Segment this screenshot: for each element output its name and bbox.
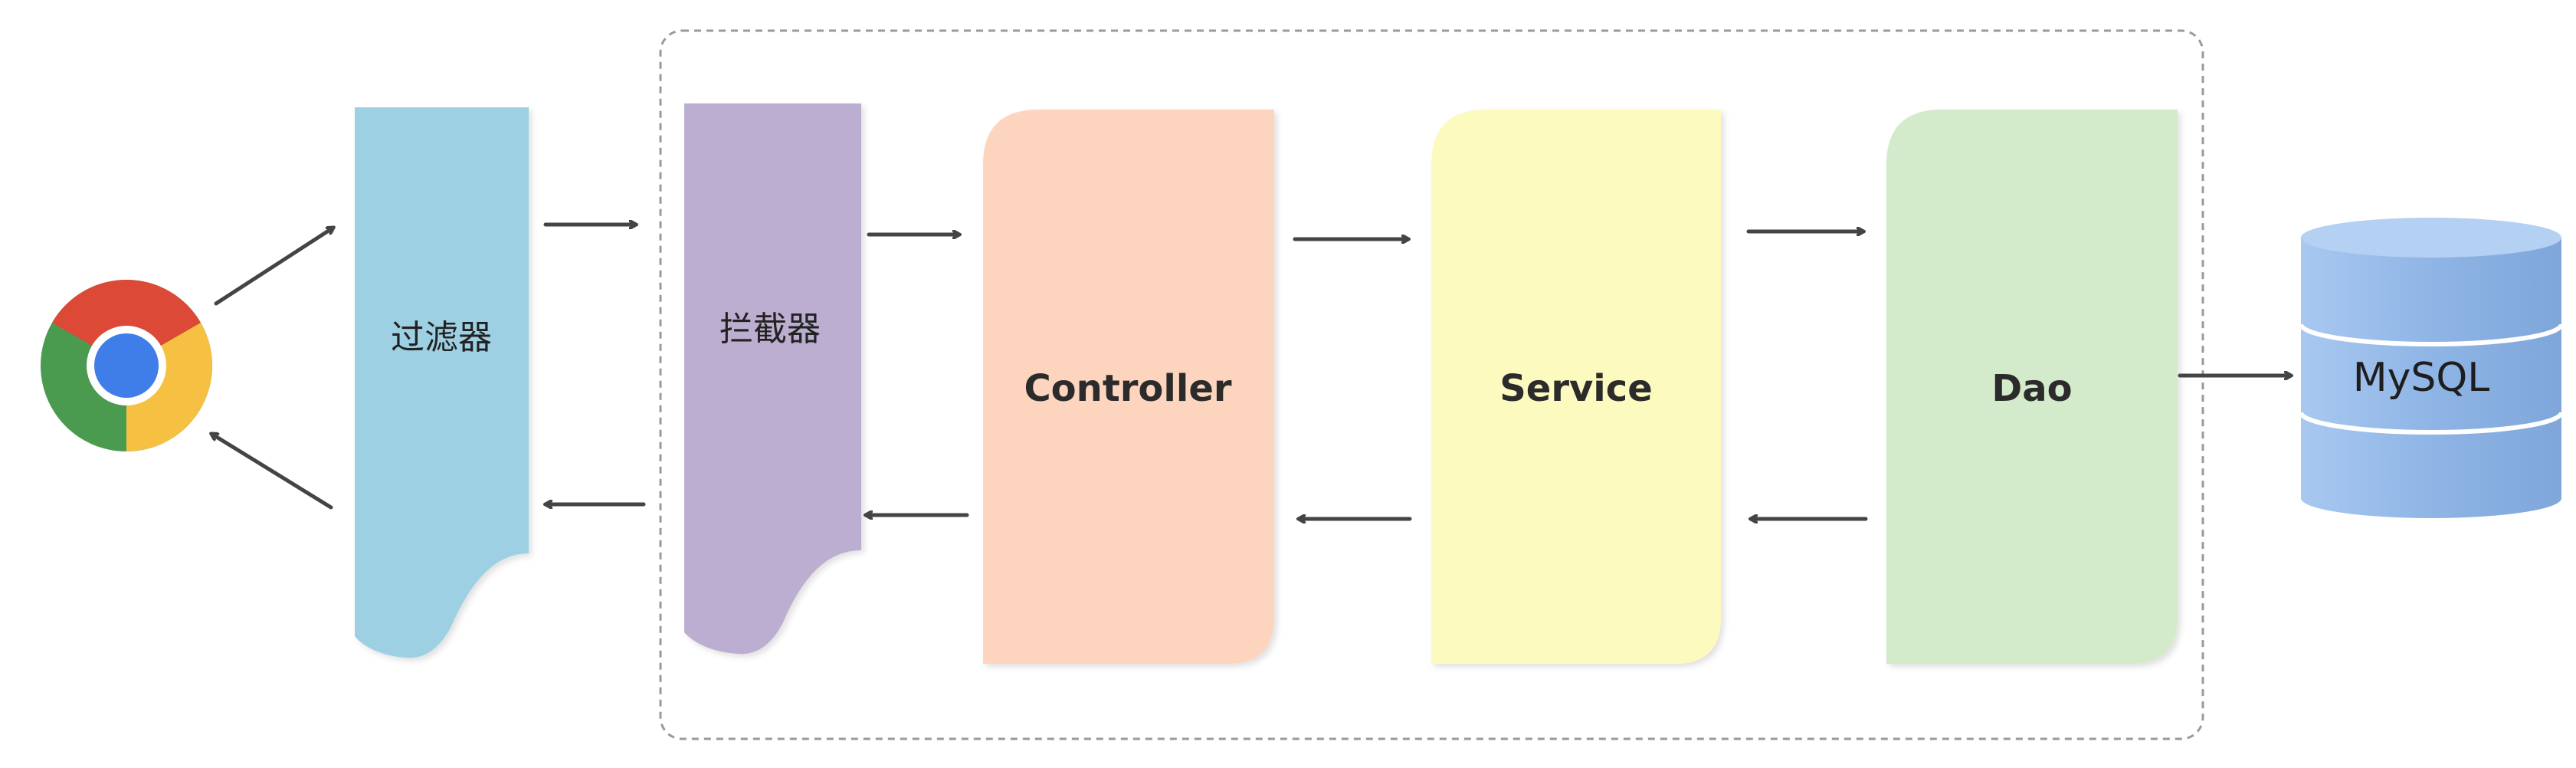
arrow-browser-to-filter xyxy=(214,228,333,306)
database-label: MySQL xyxy=(2353,355,2490,401)
arrow-filter-to-browser xyxy=(211,434,333,510)
dao-block xyxy=(1886,110,2178,664)
controller-label: Controller xyxy=(1024,367,1231,410)
database-cylinder-icon xyxy=(2299,218,2564,518)
dao-label: Dao xyxy=(1991,367,2072,410)
interceptor-block xyxy=(684,103,861,655)
chrome-browser-icon xyxy=(41,279,213,451)
app-container-frame xyxy=(659,29,2204,740)
service-block xyxy=(1431,110,1721,664)
controller-block xyxy=(983,110,1274,664)
interceptor-label: 拦截器 xyxy=(719,310,821,349)
filter-label: 过滤器 xyxy=(391,318,492,357)
service-label: Service xyxy=(1499,367,1653,410)
filter-block xyxy=(355,107,529,658)
